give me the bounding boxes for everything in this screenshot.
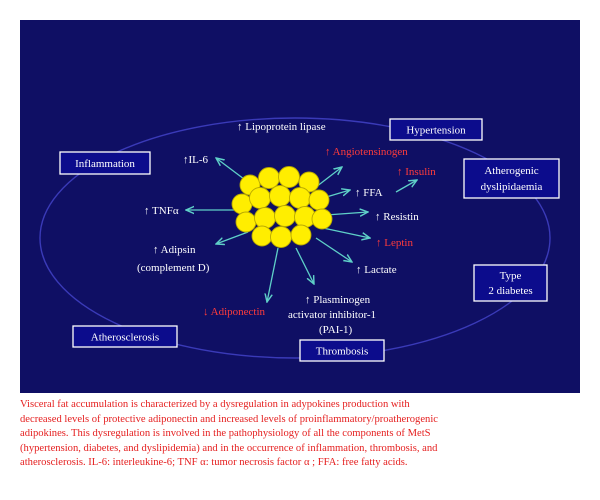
- leptin-label: ↑ Leptin: [376, 237, 413, 249]
- adiponectin-label: ↓ Adiponectin: [203, 306, 266, 318]
- atherosclerosis-label: Atherosclerosis: [91, 332, 159, 344]
- arrow-lactate: [315, 237, 352, 262]
- fat-cell: [311, 208, 333, 230]
- fat-cell: [308, 189, 330, 211]
- arrow-adipsin: [216, 231, 249, 244]
- thrombosis-label: Thrombosis: [316, 346, 369, 358]
- pai1-label-line2: activator inhibitor-1: [288, 309, 376, 321]
- ffa-label: ↑ FFA: [355, 187, 383, 199]
- tnfa-label: ↑ TNFα: [144, 205, 179, 217]
- pai1-label-line1: ↑ Plasminogen: [305, 294, 371, 306]
- arrow-leptin: [322, 227, 370, 238]
- caption-line: (hypertension, diabetes, and dyslipidemi…: [20, 442, 438, 454]
- metabolic-syndrome-diagram: Hypertension Inflammation Atherogenic dy…: [39, 117, 560, 362]
- hypertension-box: Hypertension: [389, 118, 483, 141]
- diagram-panel: Hypertension Inflammation Atherogenic dy…: [20, 20, 580, 393]
- inflammation-box: Inflammation: [59, 151, 151, 175]
- lipoprotein-lipase-label: ↑ Lipoprotein lipase: [237, 121, 326, 133]
- arrows: [186, 158, 417, 302]
- resistin-label: ↑ Resistin: [375, 211, 419, 223]
- fat-cell: [270, 226, 292, 248]
- fat-cell: [235, 211, 257, 233]
- il6-label: ↑IL-6: [183, 154, 209, 166]
- arrow-resistin: [325, 212, 368, 215]
- fat-cell: [289, 187, 311, 209]
- adipsin-label-line1: ↑ Adipsin: [153, 244, 196, 256]
- arrow-angiotensinogen: [315, 167, 342, 188]
- atherogenic-label-line2: dyslipidaemia: [481, 181, 543, 193]
- inflammation-label: Inflammation: [75, 158, 135, 170]
- type2-label-line2: 2 diabetes: [488, 285, 532, 297]
- atherosclerosis-box: Atherosclerosis: [72, 325, 178, 348]
- fat-cell: [258, 167, 280, 189]
- caption-line: decreased levels of protective adiponect…: [20, 413, 438, 425]
- fat-cell: [269, 185, 291, 207]
- visceral-fat-cluster: [231, 166, 333, 248]
- insulin-label: ↑ Insulin: [397, 166, 436, 178]
- fat-cell: [278, 166, 300, 188]
- arrow-adiponectin: [267, 247, 279, 302]
- fat-cell: [290, 224, 312, 246]
- lactate-label: ↑ Lactate: [356, 264, 397, 276]
- hypertension-label: Hypertension: [406, 125, 466, 137]
- type2-label-line1: Type: [500, 270, 522, 282]
- angiotensinogen-label: ↑ Angiotensinogen: [325, 146, 408, 158]
- caption-line: Visceral fat accumulation is characteriz…: [20, 399, 410, 410]
- fat-cell: [231, 193, 253, 215]
- type2-diabetes-box: Type 2 diabetes: [473, 264, 548, 302]
- pai1-label-line3: (PAI-1): [319, 324, 353, 336]
- arrow-insulin: [395, 180, 417, 193]
- arrow-pai1: [295, 247, 314, 284]
- fat-cell: [249, 187, 271, 209]
- fat-cell: [274, 205, 296, 227]
- adipsin-label-line2: (complement D): [137, 262, 210, 274]
- thrombosis-box: Thrombosis: [299, 339, 385, 362]
- fat-cell: [254, 207, 276, 229]
- caption-line: adipokines. This dysregulation is involv…: [20, 428, 431, 440]
- figure-caption: Visceral fat accumulation is characteriz…: [20, 398, 580, 471]
- atherogenic-dyslipidaemia-box: Atherogenic dyslipidaemia: [463, 158, 560, 199]
- fat-cell: [251, 225, 273, 247]
- caption-line: atherosclerosis. IL-6: interleukine-6; T…: [20, 457, 408, 469]
- body-outline-ellipse: [39, 117, 551, 359]
- atherogenic-label-line1: Atherogenic: [484, 165, 538, 177]
